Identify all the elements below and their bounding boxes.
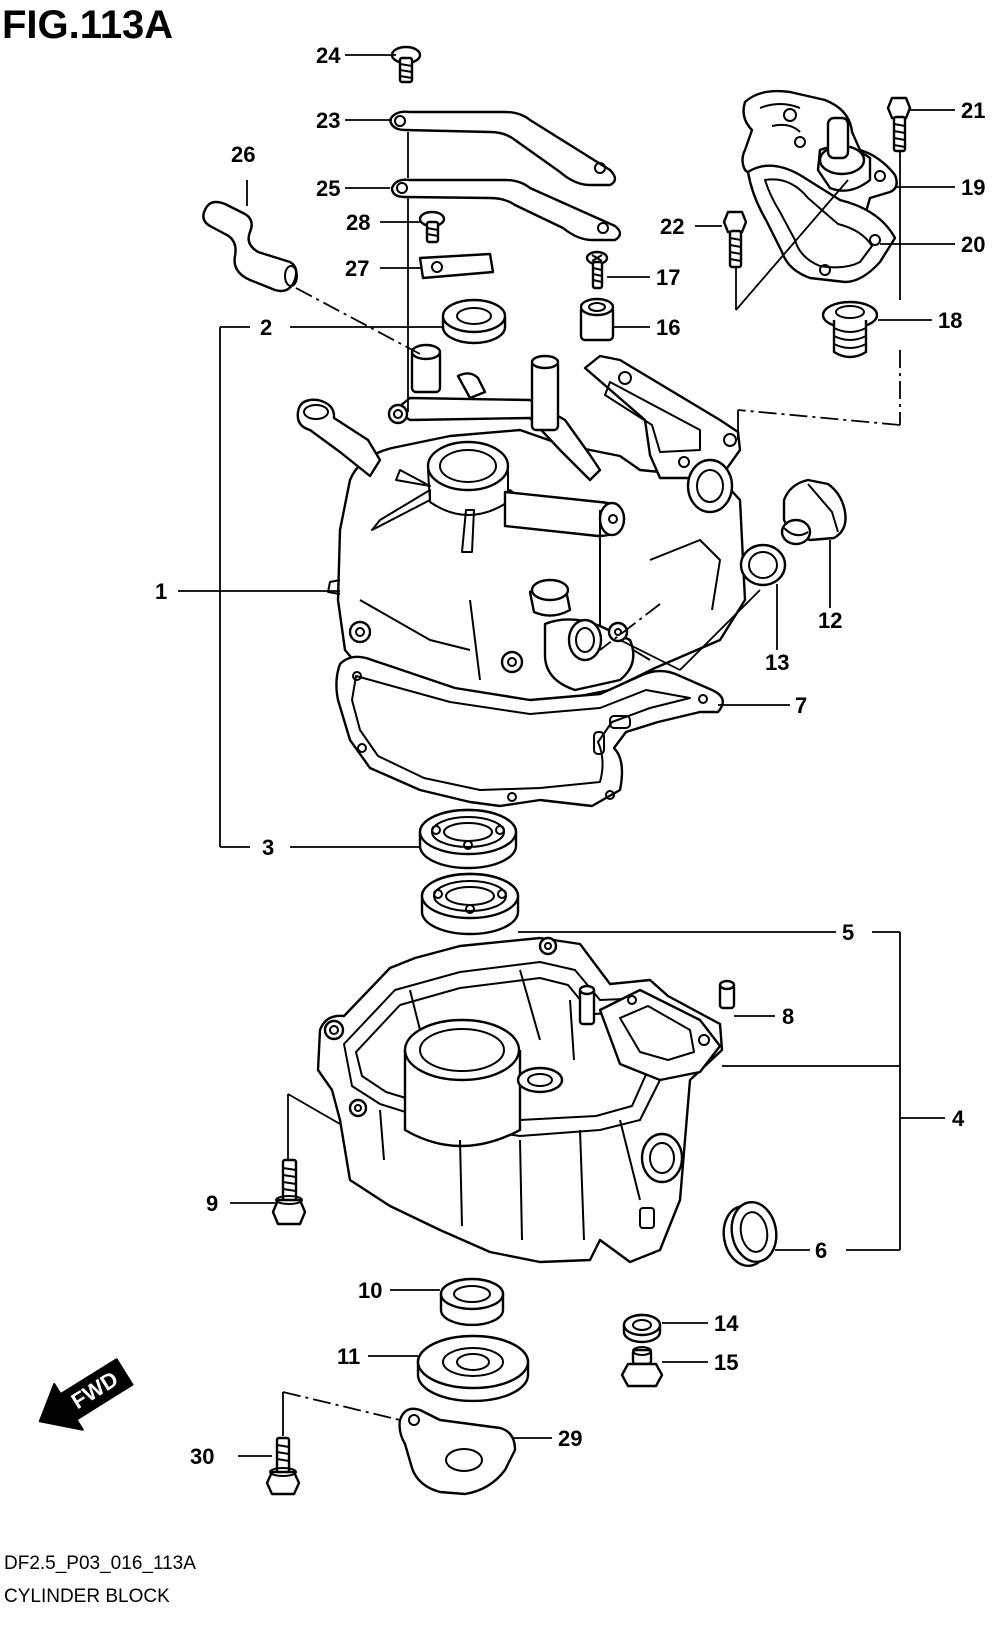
callout-25: 25 xyxy=(316,176,340,201)
fwd-direction-badge: FWD xyxy=(38,1358,134,1431)
oil-plug-12 xyxy=(780,478,847,546)
callout-1: 1 xyxy=(155,579,167,604)
screw-24 xyxy=(390,45,422,84)
callout-16: 16 xyxy=(656,315,680,340)
gasket-7 xyxy=(335,655,724,808)
callout-7: 7 xyxy=(795,693,807,718)
callout-13: 13 xyxy=(765,650,789,675)
callout-17: 17 xyxy=(656,265,680,290)
callout-8: 8 xyxy=(782,1004,794,1029)
callout-29: 29 xyxy=(558,1426,582,1451)
callout-24: 24 xyxy=(316,43,341,68)
oil-seal-2 xyxy=(441,298,507,345)
seal-11 xyxy=(416,1334,530,1403)
o-ring-13 xyxy=(739,543,787,587)
callout-10: 10 xyxy=(358,1278,382,1303)
bolt-30 xyxy=(265,1436,301,1496)
callout-15: 15 xyxy=(714,1350,738,1375)
bearing-5 xyxy=(420,872,520,936)
fwd-arrow-icon xyxy=(38,1358,134,1431)
figure-code: DF2.5_P03_016_113A xyxy=(4,1553,196,1574)
gasket-25 xyxy=(390,178,622,242)
callout-6: 6 xyxy=(815,1238,827,1263)
callout-28: 28 xyxy=(346,210,370,235)
cylinder-head-1 xyxy=(296,343,747,714)
drain-plug-15 xyxy=(620,1346,664,1388)
oil-seal-6 xyxy=(722,1201,778,1267)
callout-4: 4 xyxy=(952,1106,965,1131)
screw-28 xyxy=(418,210,446,244)
cover-plate-29 xyxy=(398,1407,517,1496)
hose-26 xyxy=(202,200,298,293)
callout-22: 22 xyxy=(660,214,684,239)
sleeve-16 xyxy=(579,297,615,342)
figure-title: FIG.113A xyxy=(2,3,173,47)
callout-9: 9 xyxy=(206,1191,218,1216)
callout-3: 3 xyxy=(262,835,274,860)
bolt-22 xyxy=(722,210,748,269)
thermostat-18 xyxy=(821,300,879,359)
cover-plate-23 xyxy=(388,110,617,187)
callout-21: 21 xyxy=(961,98,985,123)
callout-26: 26 xyxy=(231,142,255,167)
callout-30: 30 xyxy=(190,1444,214,1469)
callout-5: 5 xyxy=(842,920,854,945)
callout-12: 12 xyxy=(818,608,842,633)
screw-17 xyxy=(585,250,609,290)
plate-27 xyxy=(418,252,495,280)
crankcase-4 xyxy=(316,936,724,1264)
callout-27: 27 xyxy=(345,256,369,281)
callout-labels: 1 2 3 4 5 6 7 8 9 10 11 12 13 14 15 16 1… xyxy=(155,43,985,1469)
bolt-9 xyxy=(271,1158,307,1226)
callout-14: 14 xyxy=(714,1311,739,1336)
washer-14 xyxy=(622,1313,662,1344)
callout-20: 20 xyxy=(961,232,985,257)
callout-19: 19 xyxy=(961,175,985,200)
bolt-21 xyxy=(886,96,912,153)
figure-name: CYLINDER BLOCK xyxy=(4,1586,170,1607)
callout-18: 18 xyxy=(938,308,962,333)
bearing-3 xyxy=(418,808,518,870)
callout-23: 23 xyxy=(316,108,340,133)
callout-2: 2 xyxy=(260,315,272,340)
oil-seal-10 xyxy=(439,1277,505,1327)
leader-lines xyxy=(178,54,955,1457)
callout-11: 11 xyxy=(337,1344,360,1369)
dowel-pin-8 xyxy=(718,979,736,1010)
